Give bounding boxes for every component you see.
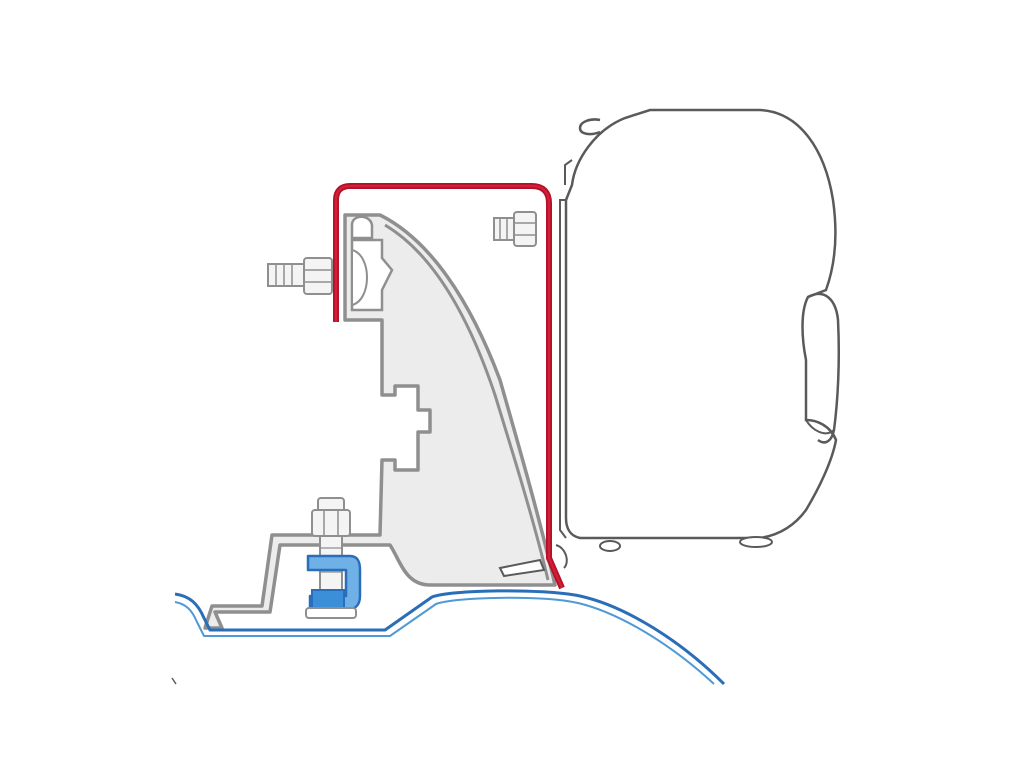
upper-right-bolt [493, 211, 537, 247]
housing-back-wall [559, 199, 567, 539]
upper-bolt-nut [513, 211, 537, 247]
roof-outer-line [174, 589, 726, 686]
roof-inner-line [174, 596, 715, 685]
corner-mark [171, 677, 177, 685]
left-bolt-nut [303, 257, 333, 295]
housing-hook [578, 118, 601, 136]
upper-bolt-shaft [493, 217, 515, 241]
clamp-washer [305, 607, 357, 619]
adapter-plate [333, 183, 565, 590]
housing-end-cap [807, 292, 841, 444]
roof-profile [174, 589, 726, 686]
housing-body [564, 108, 838, 540]
awning-housing [559, 108, 841, 552]
left-bolt [267, 248, 368, 307]
housing-lip [564, 159, 573, 185]
bracket-outline [203, 213, 557, 630]
housing-foot-left [599, 540, 621, 552]
rivet-collar [555, 544, 568, 569]
left-bolt-shaft [267, 263, 305, 287]
clamp [305, 554, 362, 619]
rail-bracket [203, 213, 557, 630]
rivet-pin [498, 544, 568, 578]
rivet-body [498, 558, 546, 578]
bracket-inner-curve [384, 223, 550, 581]
adapter-highlight [334, 184, 564, 589]
housing-notch [805, 419, 835, 435]
clamp-block [311, 589, 345, 609]
bracket-top-hook [350, 215, 374, 240]
vertical-bolt-nut [311, 509, 351, 537]
left-bolt-head [351, 248, 368, 307]
housing-foot-right [739, 536, 773, 548]
